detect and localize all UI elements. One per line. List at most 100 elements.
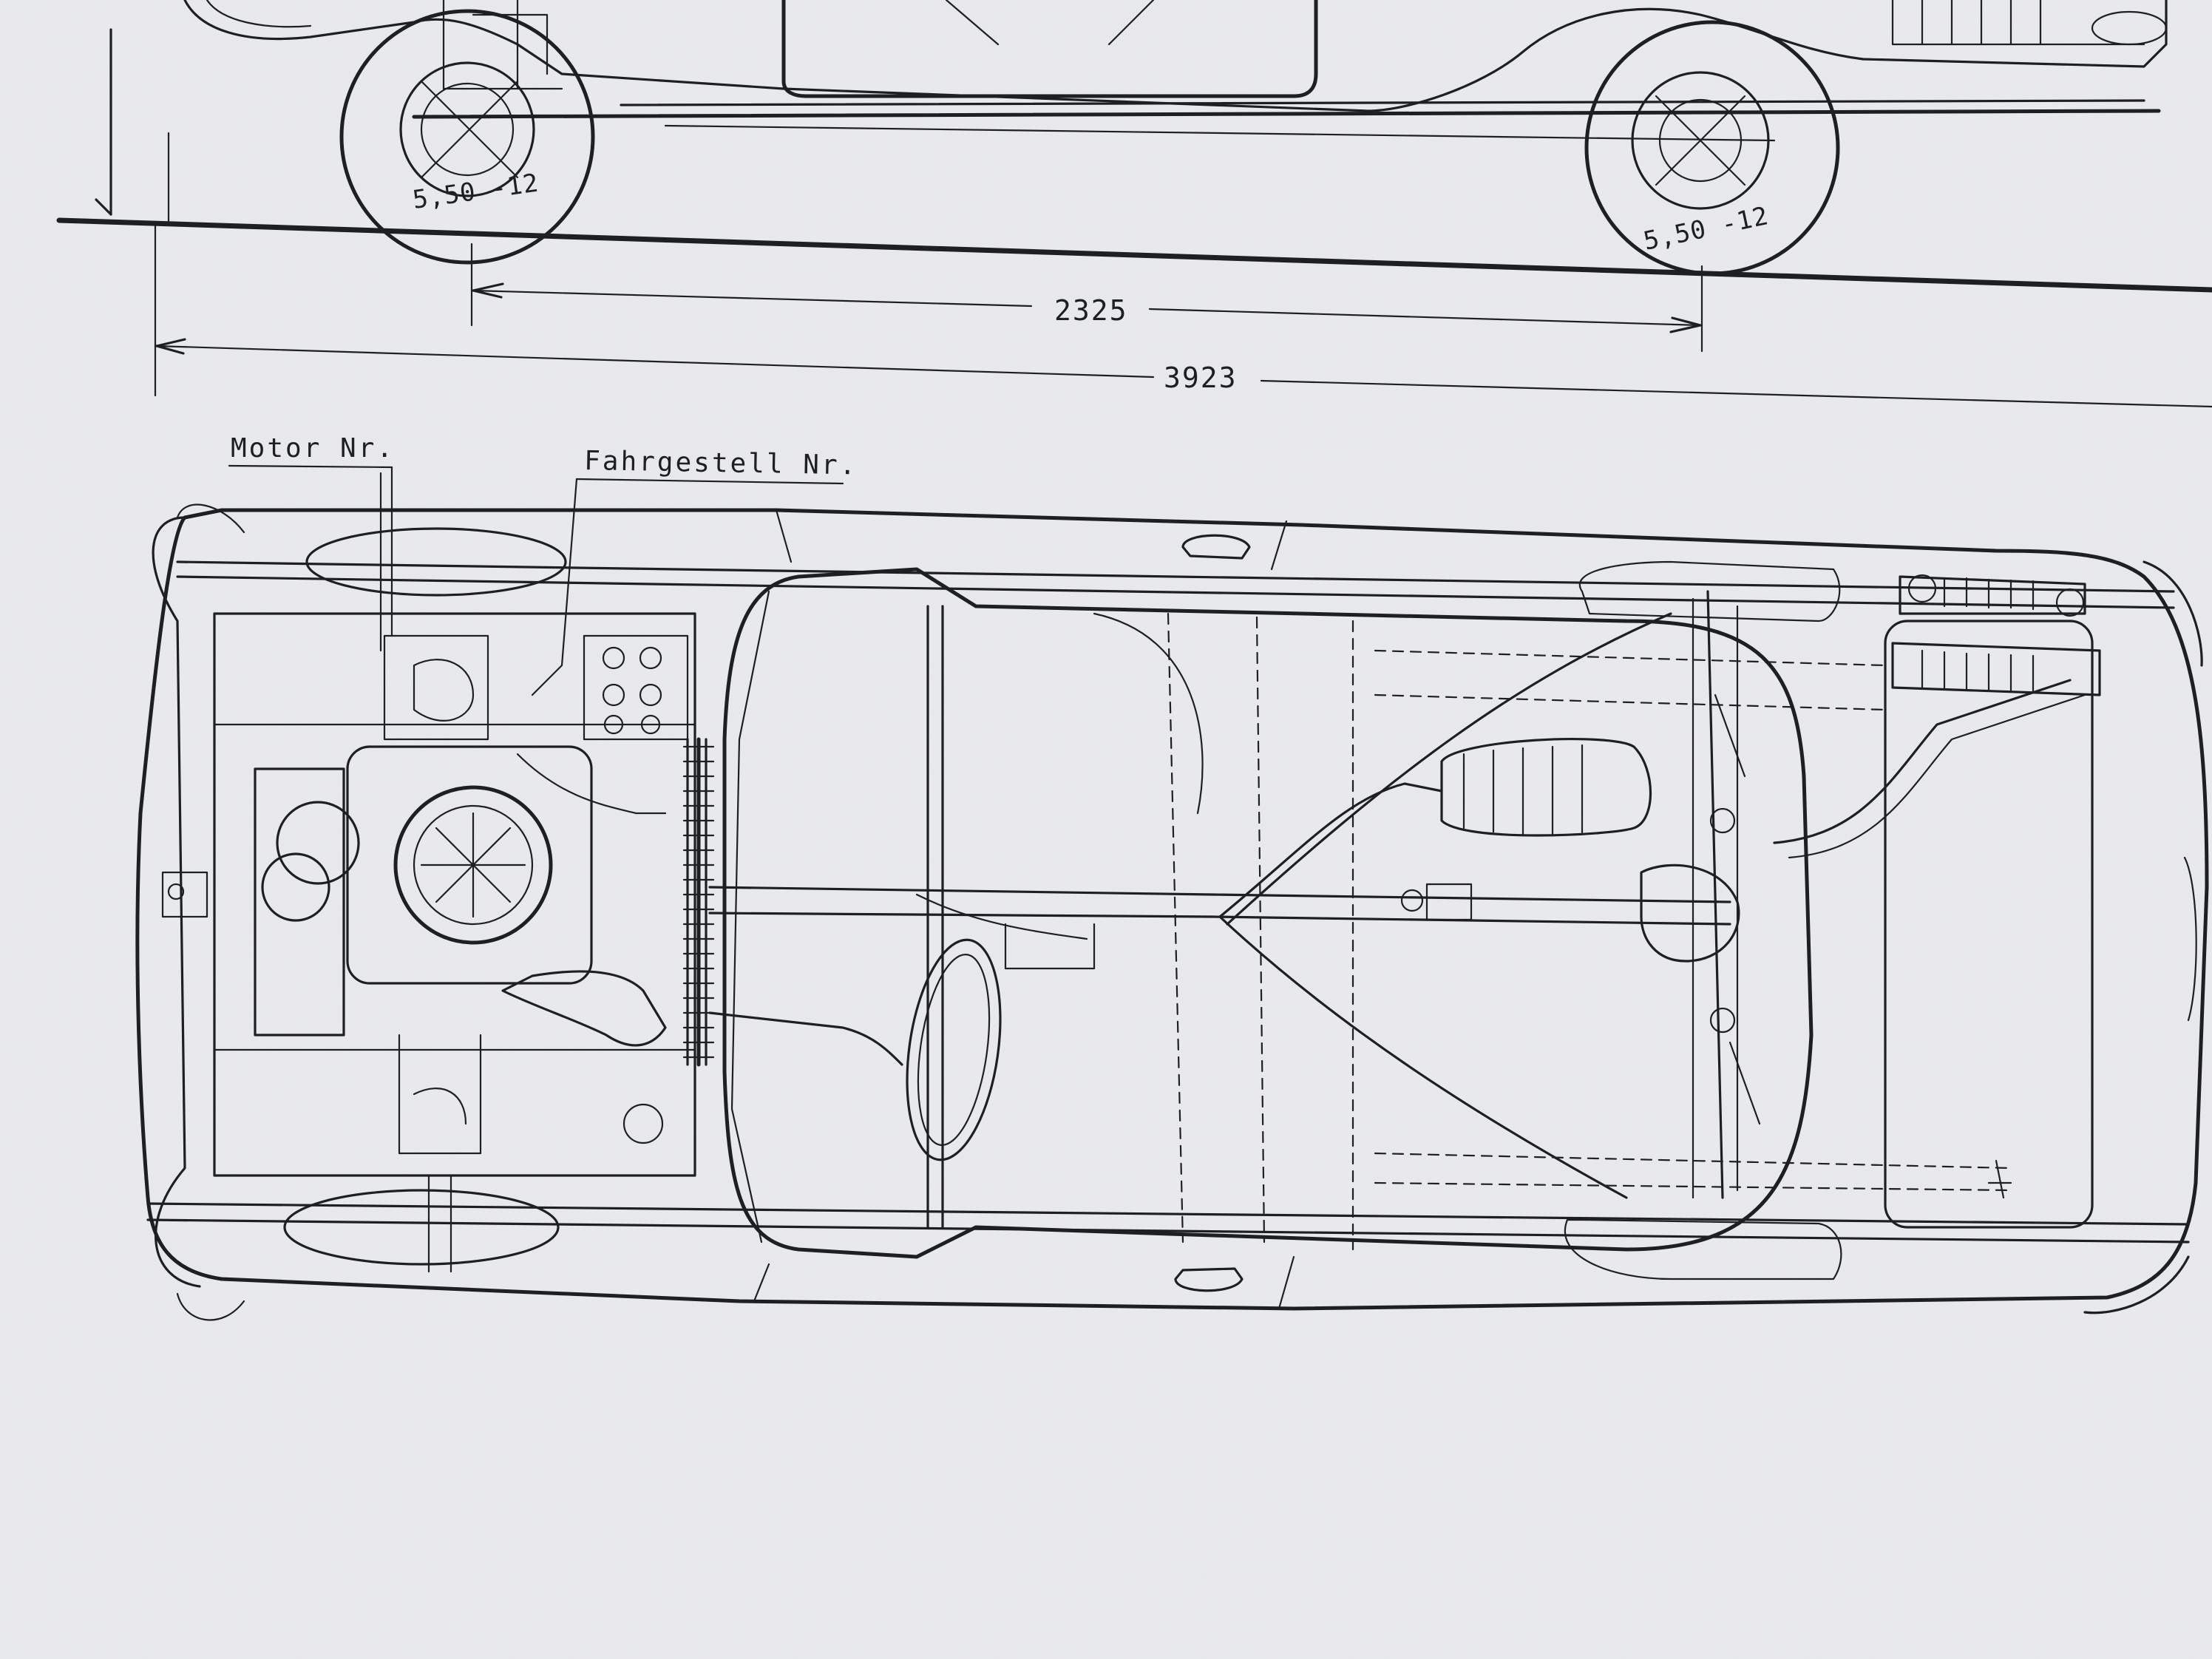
frame-rail-upper [620, 99, 2145, 106]
front-axle-beam-edges [1692, 597, 1739, 1199]
hub-cross-right [1655, 95, 1746, 186]
shift-housing [1004, 923, 1096, 970]
floor-pan-outline [722, 567, 1814, 1259]
flywheel-teeth [682, 745, 715, 1059]
wheelbase-value: 2325 [1054, 294, 1128, 327]
air-filter-inner [413, 804, 534, 926]
tyre-left [339, 9, 595, 265]
air-filter-spokes [420, 812, 526, 918]
rear-bumper [152, 516, 201, 1288]
radiator-fins [1921, 649, 2035, 694]
spare-wheel-bracket [1899, 575, 2086, 615]
front-hidden-lines [1374, 649, 1887, 711]
pulley-lower [261, 852, 330, 922]
tyre-right [1584, 20, 1840, 276]
hidden-marker [1987, 1159, 2012, 1199]
front-fender-line [206, 0, 312, 28]
battery-cell-3 [603, 714, 624, 735]
gearbox-plug [622, 1103, 664, 1144]
floor-pan-edge [730, 590, 770, 1244]
floor-pan [722, 567, 1814, 1259]
side-view: 5,50 -12 5,50 -12 [56, 0, 2212, 293]
battery-terminal-1 [602, 646, 625, 670]
engine-block [346, 745, 593, 985]
chassis-leader-line [531, 478, 578, 696]
kingpin-lower [1709, 1007, 1736, 1034]
length-arrow-left [155, 338, 186, 355]
rear-corner-detail [176, 503, 245, 1321]
battery-cell-4 [640, 714, 661, 735]
door-handle-right [1174, 1267, 1244, 1292]
differential [1640, 864, 1740, 963]
luggage-compartment [1884, 620, 2094, 1229]
gearbox [501, 970, 667, 1047]
steering-wheel-inner [917, 954, 991, 1146]
chassis-number-label: Fahrgestell Nr. [584, 446, 858, 481]
rear-axle-right [427, 1174, 452, 1273]
front-left-arch [1579, 560, 1841, 622]
front-bumper-side [2091, 10, 2168, 46]
motor-leader-line [379, 466, 393, 652]
hub-cross-left [420, 80, 519, 179]
steering-tie-rod [1773, 679, 2072, 844]
hub-left [420, 82, 515, 177]
wheel-right [1584, 20, 1840, 276]
left-sill [176, 560, 2175, 609]
length-dim-line-left [155, 345, 1155, 379]
door-handle-left [1181, 534, 1251, 560]
steering-wheel [906, 938, 1002, 1161]
motor-number-label: Motor Nr. [231, 433, 395, 464]
hub-right [1658, 98, 1743, 183]
rear-mount [161, 871, 208, 918]
fuel-line [516, 753, 667, 815]
drive-shaft-lower [708, 912, 1731, 926]
door-cut-lines [753, 509, 1295, 1310]
rim-right [1631, 71, 1770, 210]
exhaust-manifold [398, 1034, 482, 1155]
bracket-bolt-1 [1907, 574, 1937, 603]
dimension-lines: 2325 3923 [154, 132, 2212, 408]
fuel-tank-ribs [1462, 744, 1584, 835]
cooling-fan-housing [254, 767, 345, 1037]
chassis-label-underline [575, 478, 844, 485]
brake-line [664, 124, 1776, 142]
ground-line [56, 217, 2212, 293]
front-bumper [2083, 560, 2203, 1314]
wheelbase-dim-line-left [472, 289, 1033, 308]
pulley-upper [276, 801, 360, 885]
gear-linkage [915, 893, 1088, 940]
battery-terminal-2 [639, 646, 662, 670]
floor-dashes [1167, 612, 1354, 1251]
radiator-grille-side [1891, 0, 2145, 46]
battery-cell-2 [639, 683, 662, 707]
front-bumper-center [2183, 856, 2197, 1022]
rim-left [399, 61, 535, 197]
rear-left-tyre-plan [305, 527, 567, 597]
right-sill [146, 1202, 2190, 1244]
radiator [1891, 642, 2101, 696]
motor-label-underline [228, 464, 393, 469]
cross-member [926, 605, 944, 1229]
rear-mount-bolt [167, 883, 185, 900]
wheelbase-arrow-right [1669, 316, 1702, 333]
bracket-slots [1943, 577, 2035, 611]
drive-shaft-upper [708, 886, 1731, 903]
brake-cable-diagonal [1226, 612, 1672, 926]
length-dim-line-right [1260, 379, 2212, 408]
rear-right-tyre-plan [283, 1189, 560, 1266]
shock-absorbers [1714, 693, 1761, 1125]
battery [583, 634, 689, 741]
exhaust-pipe-upper [1218, 782, 1443, 918]
battery-cell-1 [602, 683, 625, 707]
engine-assembly [161, 612, 696, 1273]
carburetor [383, 634, 489, 741]
exhaust-pipe-lower [1218, 915, 1628, 1199]
air-filter [393, 785, 553, 945]
bracket-bolt-2 [2055, 588, 2085, 617]
drivetrain [708, 864, 1740, 970]
overall-length-value: 3923 [1164, 362, 1238, 394]
rear-hidden-lines [1374, 1152, 2012, 1192]
